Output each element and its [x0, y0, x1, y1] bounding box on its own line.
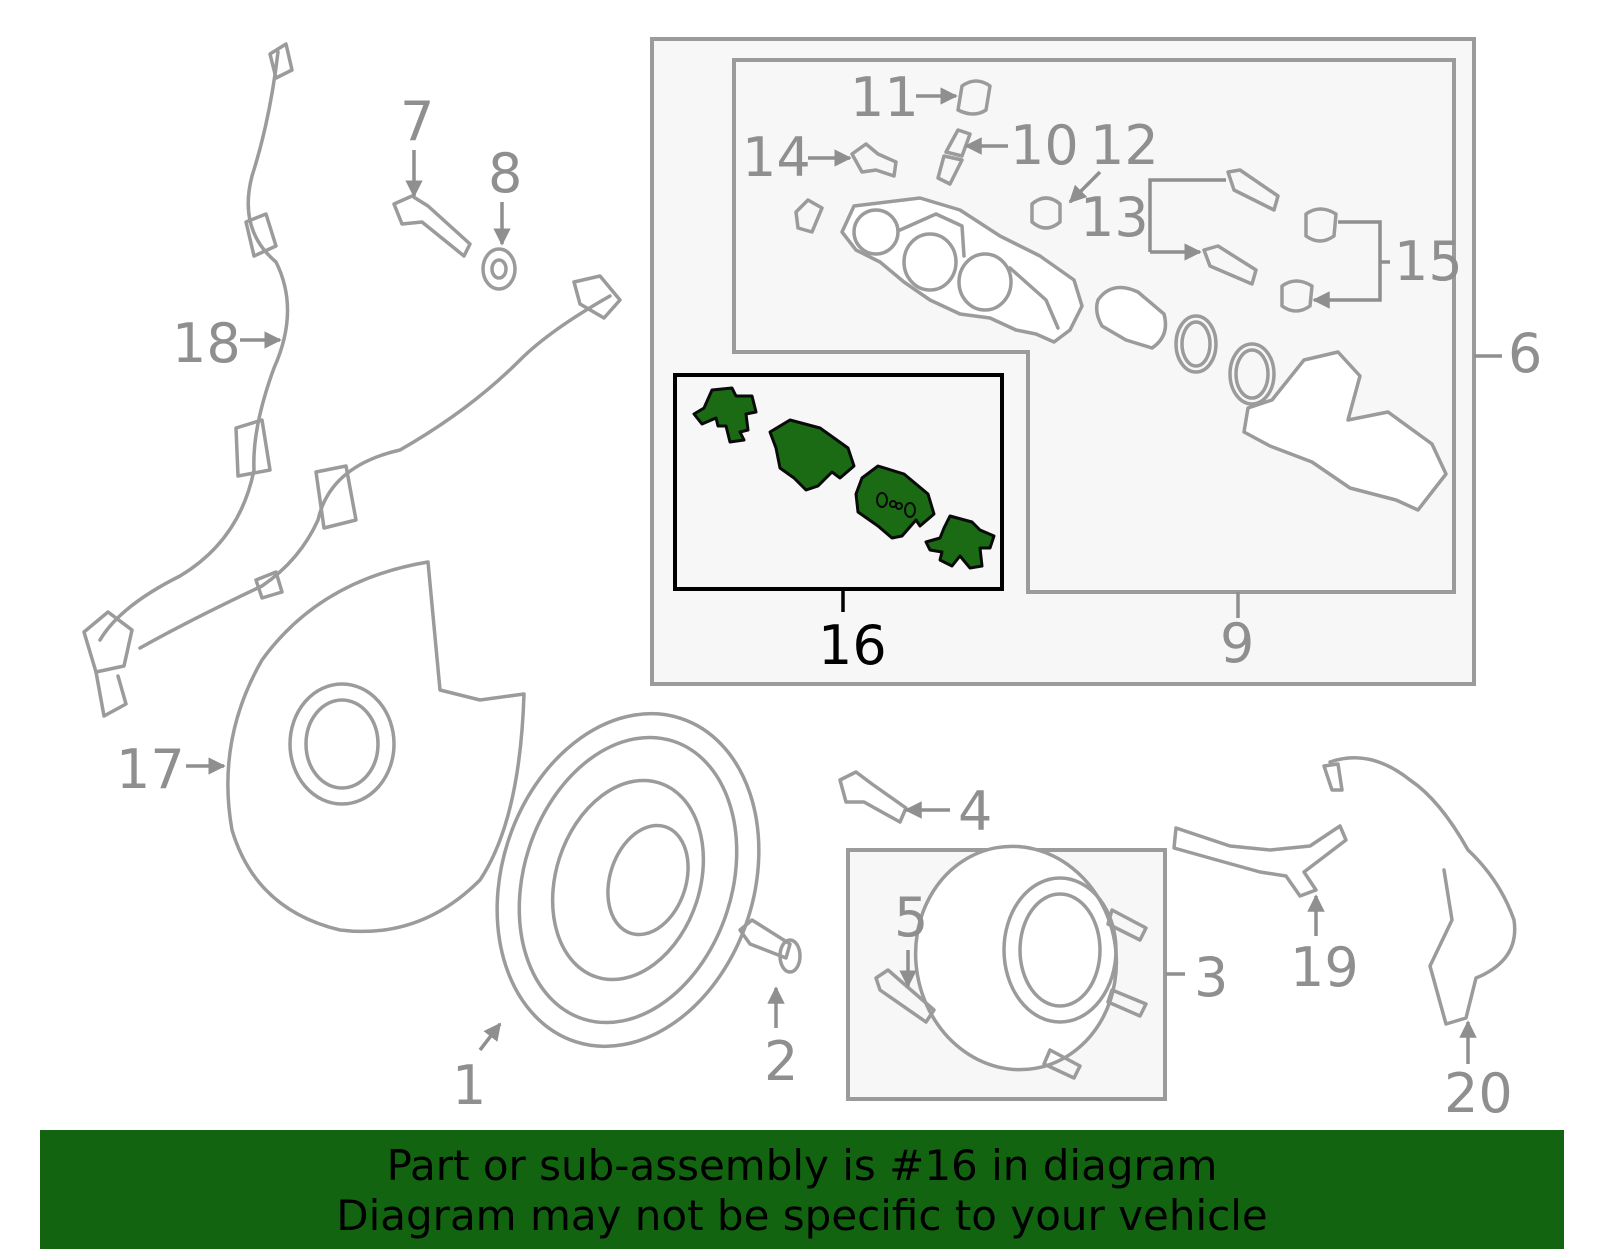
dust-boot[interactable] — [1030, 196, 1062, 230]
washer[interactable] — [481, 247, 517, 291]
leader-13 — [1148, 178, 1226, 252]
callout-18: 18 — [172, 312, 241, 375]
callout-14: 14 — [742, 126, 811, 189]
brake-pad-outer — [768, 418, 856, 492]
callout-5: 5 — [894, 886, 928, 949]
rotor-screw[interactable] — [738, 918, 792, 960]
callout-12: 12 — [1090, 114, 1159, 177]
callout-17: 17 — [116, 738, 185, 801]
abs-wire-rear[interactable] — [1328, 755, 1517, 1026]
brake-pad-kit-parts[interactable] — [692, 386, 996, 570]
bleeder-cap[interactable] — [956, 79, 992, 116]
abs-sensor-wire[interactable] — [98, 50, 290, 642]
banner-line-1: Part or sub-assembly is #16 in diagram — [387, 1141, 1218, 1190]
piston-seal[interactable] — [1174, 314, 1218, 374]
callout-2: 2 — [764, 1030, 798, 1093]
callout-15: 15 — [1394, 230, 1463, 293]
brake-hose-bracket-wire[interactable] — [138, 294, 612, 650]
callout-1: 1 — [452, 1054, 486, 1117]
callout-8: 8 — [488, 142, 522, 205]
mounting-bolt[interactable] — [392, 194, 472, 258]
wheel-stud[interactable] — [874, 968, 936, 1024]
banner-line-2: Diagram may not be specific to your vehi… — [336, 1191, 1267, 1240]
callout-10: 10 — [1010, 114, 1079, 177]
caliper-bolt[interactable] — [850, 142, 898, 178]
guide-boot-upper[interactable] — [1304, 207, 1338, 243]
guide-pin-upper[interactable] — [1226, 168, 1280, 212]
caliper-piston[interactable] — [1094, 285, 1168, 350]
piston-boot[interactable] — [1228, 342, 1276, 406]
callout-11: 11 — [850, 66, 919, 129]
callout-6: 6 — [1508, 322, 1542, 385]
caliper-body[interactable] — [794, 196, 1084, 344]
bleeder-screw[interactable] — [936, 128, 972, 186]
callout-16: 16 — [818, 614, 887, 677]
brake-rotor[interactable] — [456, 679, 801, 1080]
wheel-hub[interactable] — [898, 830, 1148, 1085]
caliper-bracket[interactable] — [1242, 350, 1448, 512]
pad-clip-right — [924, 514, 996, 570]
callout-19: 19 — [1290, 936, 1359, 999]
callout-20: 20 — [1444, 1062, 1513, 1125]
callout-13: 13 — [1080, 186, 1149, 249]
leader-12 — [1068, 170, 1102, 204]
dust-shield[interactable] — [226, 560, 526, 934]
callout-9: 9 — [1220, 612, 1254, 675]
leader-1 — [478, 1022, 502, 1052]
callout-4: 4 — [958, 780, 992, 843]
leader-15 — [1314, 220, 1390, 300]
pad-clip-left — [692, 386, 758, 444]
callout-3: 3 — [1194, 946, 1228, 1009]
pad-hole — [876, 492, 888, 508]
hub-bolt[interactable] — [838, 770, 908, 824]
callout-7: 7 — [400, 90, 434, 153]
wheel-speed-sensor[interactable] — [1172, 824, 1348, 898]
info-banner — [40, 1130, 1564, 1249]
